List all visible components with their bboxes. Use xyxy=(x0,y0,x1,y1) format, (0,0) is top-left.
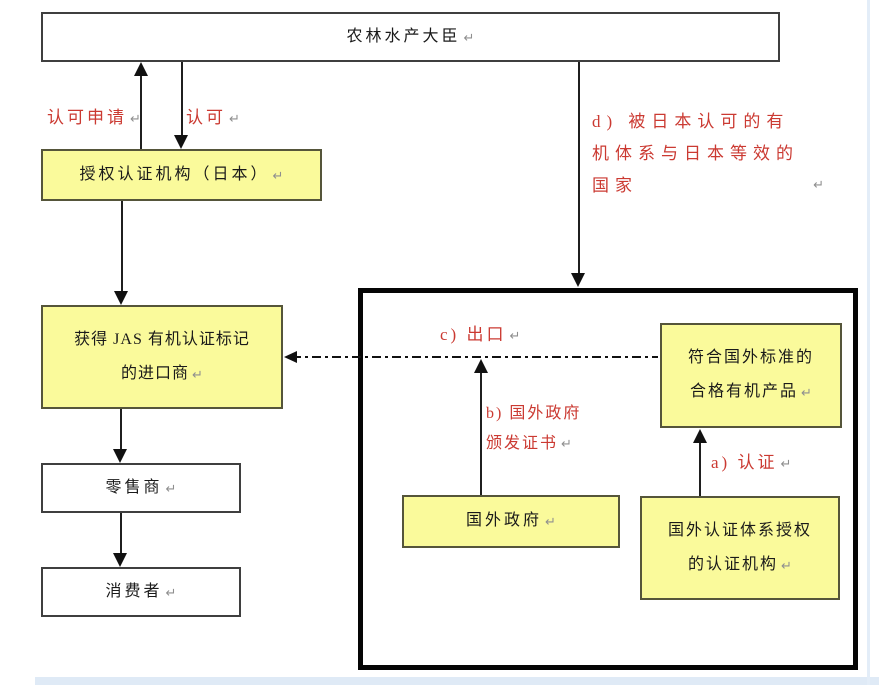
arrow-importer-to-retailer-head xyxy=(113,449,127,463)
node-foreign-cert-line1: 国外认证体系授权 xyxy=(667,521,812,539)
label-a-certification-text: a) 认证 xyxy=(711,453,778,472)
return-mark: ↵ xyxy=(463,30,475,46)
foreign-system-box xyxy=(358,288,858,670)
label-accreditation-application: 认可申请↵ xyxy=(47,107,141,131)
node-consumer-label: 消费者 xyxy=(105,582,163,600)
label-c-export-text: c) 出口 xyxy=(440,325,507,344)
return-mark: ↵ xyxy=(780,457,792,472)
node-retailer-label: 零售商 xyxy=(105,478,163,496)
arrow-export-head xyxy=(284,351,297,363)
node-foreign-gov-label: 国外政府 xyxy=(466,512,543,529)
node-consumer: 消费者↵ xyxy=(41,567,241,617)
node-foreign-gov: 国外政府↵ xyxy=(402,495,620,548)
label-d-line2: 机体系与日本等效的 xyxy=(592,144,799,163)
arrow-export-line xyxy=(292,356,658,358)
label-a-certification: a) 认证↵ xyxy=(711,452,791,476)
arrow-gov-certificate-line xyxy=(480,373,482,495)
return-mark: ↵ xyxy=(509,329,521,344)
node-foreign-cert: 国外认证体系授权 的认证机构↵ xyxy=(640,496,840,600)
node-importer: 获得 JAS 有机认证标记 的进口商↵ xyxy=(41,305,283,409)
arrow-minister-to-foreign-box-line xyxy=(578,62,580,273)
label-accreditation-text: 认可 xyxy=(186,108,226,127)
arrow-certification-line xyxy=(699,443,701,496)
page-edge-bottom xyxy=(35,677,879,685)
arrow-certification-head xyxy=(693,429,707,443)
label-c-export: c) 出口↵ xyxy=(440,324,520,348)
node-auth-body: 授权认证机构（日本）↵ xyxy=(41,149,322,201)
node-importer-line2: 的进口商 xyxy=(121,364,190,382)
node-minister: 农林水产大臣↵ xyxy=(41,12,780,62)
node-product-line2: 合格有机产品 xyxy=(690,383,799,400)
arrow-accreditation-line xyxy=(181,62,183,135)
arrow-accreditation-application-line xyxy=(140,76,142,149)
node-product-line1: 符合国外标准的 xyxy=(687,349,814,366)
label-d-line1: d) 被日本认可的有 xyxy=(592,112,790,131)
arrow-retailer-to-consumer-line xyxy=(120,513,122,554)
page-edge-right xyxy=(867,0,870,685)
label-b-line1: b) 国外政府 xyxy=(486,405,582,422)
node-importer-line1: 获得 JAS 有机认证标记 xyxy=(74,330,250,348)
arrow-auth-to-importer-line xyxy=(121,201,123,292)
node-auth-body-label: 授权认证机构（日本） xyxy=(79,165,270,183)
return-mark: ↵ xyxy=(801,386,812,401)
arrow-gov-certificate-head xyxy=(474,359,488,373)
return-mark: ↵ xyxy=(545,515,556,530)
node-retailer: 零售商↵ xyxy=(41,463,241,513)
return-mark: ↵ xyxy=(165,481,177,497)
return-mark: ↵ xyxy=(229,112,240,127)
label-b-gov-certificate: b) 国外政府 颁发证书↵ xyxy=(486,399,581,460)
return-mark: ↵ xyxy=(272,168,284,184)
node-foreign-cert-line2: 的认证机构 xyxy=(688,555,779,573)
arrow-auth-to-importer-head xyxy=(114,291,128,305)
return-mark: ↵ xyxy=(165,585,177,601)
arrow-minister-to-foreign-box-head xyxy=(571,273,585,287)
label-accreditation: 认可↵ xyxy=(186,107,240,131)
label-d-line3: 国家 xyxy=(592,176,638,195)
arrow-accreditation-head xyxy=(174,135,188,149)
label-accreditation-application-text: 认可申请 xyxy=(47,108,127,127)
label-b-line2: 颁发证书 xyxy=(486,435,559,452)
return-mark: ↵ xyxy=(813,178,824,193)
arrow-importer-to-retailer-line xyxy=(120,409,122,450)
return-mark: ↵ xyxy=(192,367,203,383)
node-minister-label: 农林水产大臣 xyxy=(346,27,461,45)
node-product: 符合国外标准的 合格有机产品↵ xyxy=(660,323,842,428)
arrow-retailer-to-consumer-head xyxy=(113,553,127,567)
return-mark: ↵ xyxy=(561,437,572,452)
return-mark: ↵ xyxy=(781,558,792,574)
arrow-accreditation-application-head xyxy=(134,62,148,76)
return-mark: ↵ xyxy=(130,112,141,127)
label-d-equivalent-countries: d) 被日本认可的有 机体系与日本等效的 国家 ↵ xyxy=(592,106,824,202)
